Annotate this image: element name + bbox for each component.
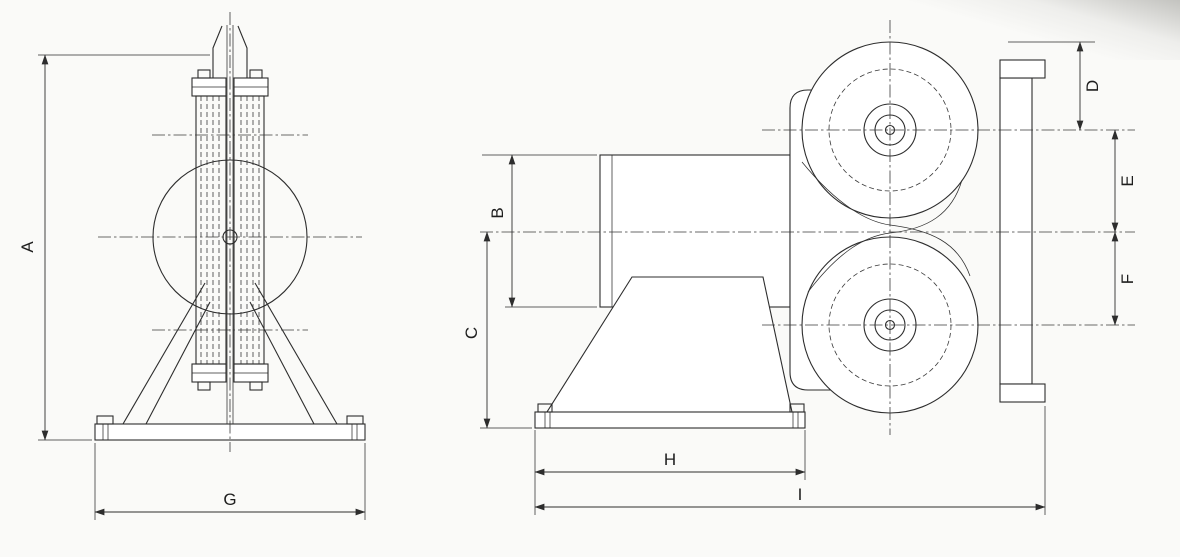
dim-label-A: A [18, 241, 37, 253]
front-view: A G [18, 12, 366, 520]
side-frame-plate [999, 59, 1046, 403]
dimension-B: B [482, 154, 597, 308]
dimension-C: C [462, 231, 532, 429]
dimension-E: E [1111, 129, 1137, 233]
dimension-A: A [18, 54, 210, 441]
front-centerlines [98, 12, 362, 452]
dim-label-G: G [223, 490, 236, 509]
roller-end-caps [191, 69, 269, 391]
dim-label-I: I [798, 485, 803, 504]
dimension-H: H [534, 430, 806, 480]
vertical-rollers [195, 95, 265, 365]
dim-label-D: D [1083, 80, 1102, 92]
dimension-G: G [94, 443, 366, 520]
dim-label-H: H [664, 450, 676, 469]
dim-label-F: F [1118, 274, 1137, 284]
dim-label-B: B [488, 207, 507, 218]
support-legs [122, 282, 338, 425]
side-view: B C D E F H [462, 20, 1137, 515]
wire-rope-lines [226, 25, 234, 424]
dimension-I: I [534, 406, 1046, 515]
dim-label-E: E [1118, 175, 1137, 186]
top-rope-guide [212, 25, 248, 80]
side-centerlines [480, 20, 1135, 435]
dimension-F: F [1111, 231, 1137, 326]
pedestal [546, 276, 793, 413]
side-base-plate [534, 403, 806, 429]
dim-label-C: C [462, 327, 481, 339]
